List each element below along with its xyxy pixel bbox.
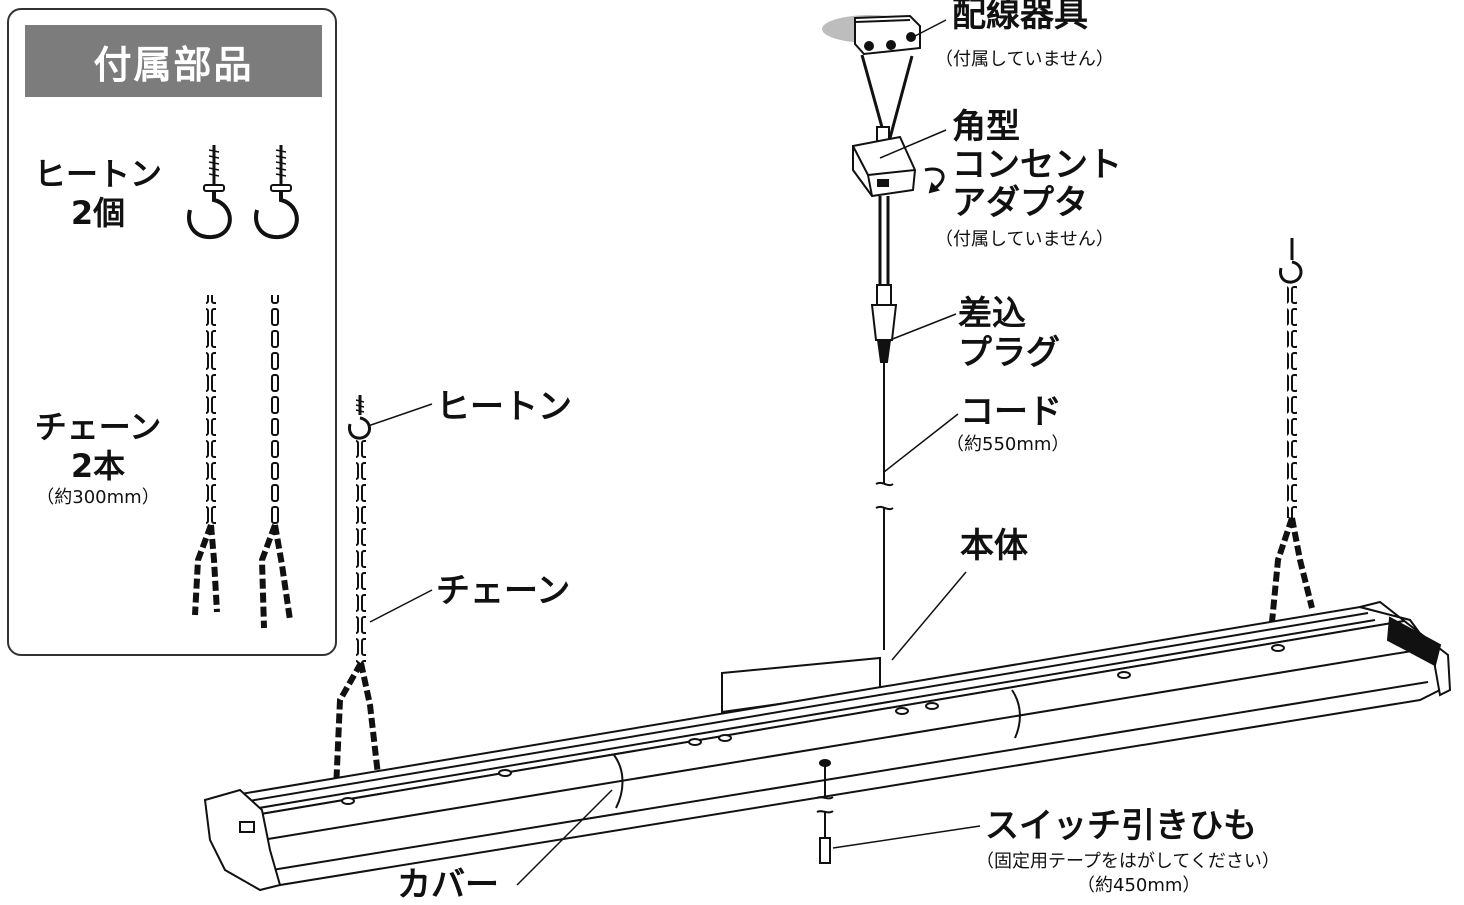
acc-chain-icon-2 bbox=[258, 295, 293, 629]
mounting-holes bbox=[341, 644, 1285, 805]
wiring-device-note: （付属していません） bbox=[935, 49, 1114, 70]
chain-icon-right bbox=[1287, 283, 1297, 518]
chain-label: チェーン bbox=[436, 571, 571, 611]
pull-cord-length: （約450mm） bbox=[1077, 875, 1201, 896]
adapter-label-2: コンセント bbox=[952, 145, 1122, 185]
acc-chain-name: チェーン bbox=[34, 408, 162, 446]
chain-icon-left bbox=[356, 438, 366, 663]
adapter-label-3: アダプタ bbox=[952, 183, 1088, 223]
acc-hook-name: ヒートン bbox=[33, 155, 162, 193]
plug-label-1: 差込 bbox=[958, 294, 1026, 334]
acc-hook-count: 2個 bbox=[70, 194, 126, 232]
leader-lines bbox=[367, 19, 981, 886]
acc-chain-length: （約300mm） bbox=[36, 487, 160, 508]
acc-chain-count: 2本 bbox=[70, 447, 126, 485]
hook-icon-right bbox=[1279, 238, 1303, 284]
pull-cord-note: （固定用テープをはがしてください） bbox=[976, 851, 1280, 872]
adapter-label-1: 角型 bbox=[952, 107, 1020, 147]
plug-label-2: プラグ bbox=[958, 333, 1060, 373]
body-label: 本体 bbox=[960, 526, 1028, 566]
cord-label: コード bbox=[960, 392, 1062, 432]
hook-icon bbox=[348, 395, 371, 440]
plug-icon bbox=[870, 284, 898, 363]
cover-label: カバー bbox=[397, 865, 499, 905]
accessories-title: 付属部品 bbox=[25, 25, 322, 97]
cord-length: （約550mm） bbox=[946, 434, 1070, 455]
pull-cord-icon bbox=[816, 759, 834, 864]
pull-cord-label: スイッチ引きひも bbox=[985, 806, 1257, 846]
wiring-device-icon bbox=[854, 14, 921, 56]
acc-hook-icon-2 bbox=[254, 145, 299, 240]
wiring-device-label: 配線器具 bbox=[952, 0, 1088, 35]
hook-label: ヒートン bbox=[436, 387, 572, 427]
acc-hook-icon-1 bbox=[187, 145, 232, 240]
acc-chain-icon-1 bbox=[192, 295, 220, 616]
fixture-body bbox=[203, 600, 1452, 892]
accessories-panel bbox=[7, 8, 337, 656]
adapter-icon bbox=[852, 126, 945, 198]
adapter-note: （付属していません） bbox=[935, 229, 1114, 250]
